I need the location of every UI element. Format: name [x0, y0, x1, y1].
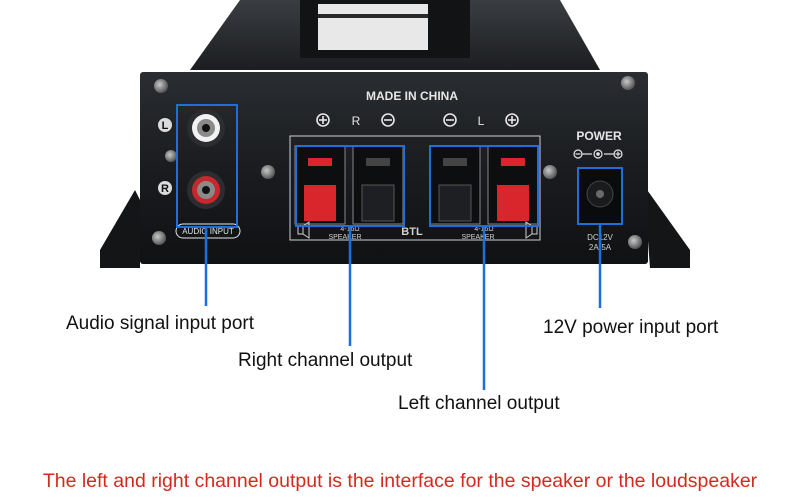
minus-sign-icon — [381, 113, 395, 127]
callout-right-output: Right channel output — [238, 350, 413, 371]
speaker-terminal-left-plus — [487, 145, 539, 225]
callout-power-input: 12V power input port — [543, 317, 719, 338]
minus-sign-icon — [443, 113, 457, 127]
audio-input-label-box — [175, 223, 241, 239]
dc-power-jack — [577, 167, 623, 225]
plus-sign-icon — [316, 113, 330, 127]
speaker-label-right: SPEAKER — [328, 234, 361, 241]
screw — [152, 231, 166, 245]
plus-sign-icon — [505, 113, 519, 127]
channel-r-label: R — [352, 114, 361, 128]
mounting-flange-left — [100, 190, 140, 268]
screw — [261, 165, 275, 179]
channel-l-label: L — [478, 114, 485, 128]
rca-right-jack — [187, 171, 225, 209]
rca-right-marker-bg — [158, 181, 172, 195]
front-label-stripe — [318, 14, 428, 18]
speaker-terminal-right-plus — [294, 145, 346, 225]
speaker-terminal-left-minus — [429, 145, 481, 225]
callout-audio-input: Audio signal input port — [66, 313, 255, 334]
btl-label: BTL — [401, 226, 423, 238]
footer-note: The left and right channel output is the… — [42, 470, 758, 492]
screw — [621, 76, 635, 90]
screw — [628, 235, 642, 249]
rca-left-marker-text: L — [162, 120, 169, 132]
power-label: POWER — [576, 129, 622, 143]
polarity-row — [316, 113, 519, 127]
front-label-plate — [318, 4, 428, 50]
rca-right-marker-text: R — [161, 183, 169, 195]
screw — [154, 79, 168, 93]
screw — [543, 165, 557, 179]
panel-heading: MADE IN CHINA — [366, 89, 458, 103]
audio-input-label: AUDIO INPUT — [182, 227, 234, 236]
speaker-label-left: SPEAKER — [461, 234, 494, 241]
speaker-terminal-right-minus — [352, 145, 404, 225]
screw — [165, 150, 177, 162]
mounting-flange-right — [640, 180, 690, 268]
rca-left-marker-bg — [158, 118, 172, 132]
dc-polarity-icon — [573, 149, 623, 159]
speaker-bay-frame — [289, 135, 541, 241]
callout-left-output: Left channel output — [398, 393, 560, 414]
rca-left-jack — [187, 109, 225, 147]
